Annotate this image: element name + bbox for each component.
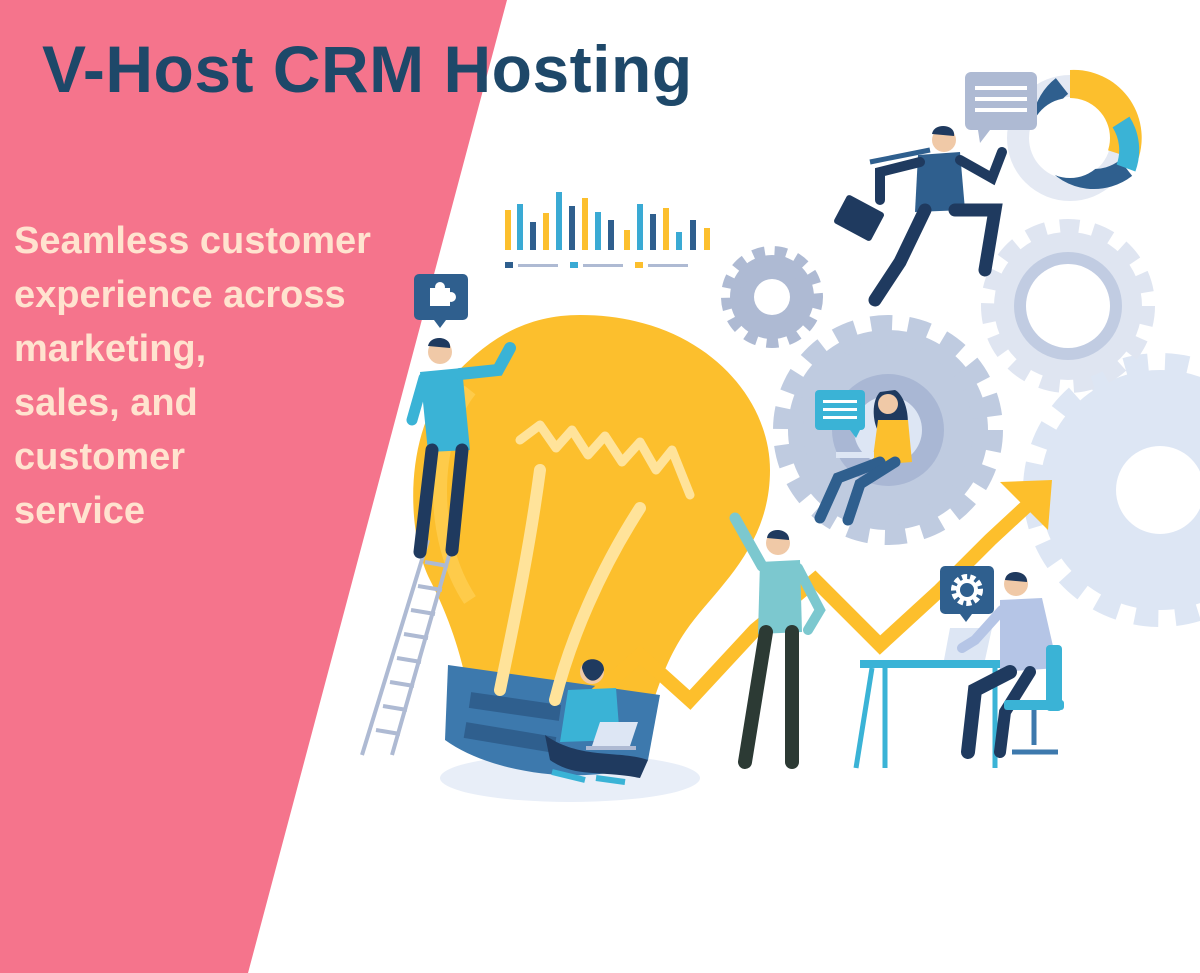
tagline: Seamless customer experience across mark… (14, 214, 454, 538)
settings-gear-icon (940, 566, 994, 622)
message-icon-small (815, 390, 865, 438)
tagline-line: marketing, (14, 328, 207, 370)
bar-chart-icon (505, 192, 710, 268)
tagline-line: experience across (14, 274, 346, 316)
laptop-icon (586, 722, 638, 750)
tagline-line: Seamless customer (14, 220, 371, 262)
tagline-line: customer (14, 436, 186, 478)
person-standing-pointing (729, 512, 826, 769)
chair (1004, 645, 1064, 755)
gear-right-icon (981, 219, 1155, 393)
briefcase-icon (834, 195, 884, 241)
ladder (360, 539, 454, 756)
person-climbing (406, 337, 516, 559)
trend-arrow-icon (585, 480, 1052, 710)
tagline-line: service (14, 490, 146, 532)
person-woman-laptop (814, 390, 912, 526)
page-title: V-Host CRM Hosting (42, 32, 693, 106)
person-at-desk (957, 571, 1058, 759)
pink-background-panel (0, 0, 507, 973)
tagline-line: sales, and (14, 382, 198, 424)
gear-small-icon (721, 246, 823, 348)
message-icon (965, 72, 1037, 143)
puzzle-icon (414, 274, 468, 328)
person-flying-businessman (868, 125, 1007, 307)
donut-chart-icon (1007, 69, 1142, 201)
gear-large-right-icon (1023, 353, 1200, 627)
